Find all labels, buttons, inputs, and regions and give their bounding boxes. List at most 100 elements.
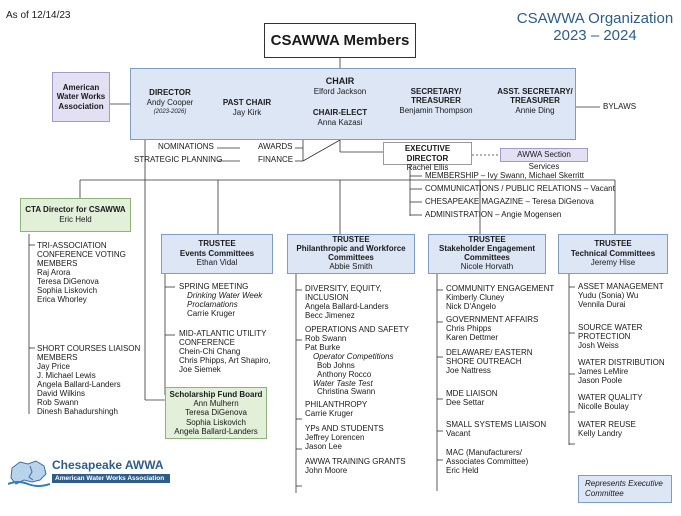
director-term: (2023-2026) (153, 109, 187, 115)
small-systems-name: Vacant (446, 429, 471, 439)
mac-heading: MAC (Manufacturers/ (446, 448, 523, 458)
trustee-name: Abbie Smith (329, 261, 373, 271)
finance-label: FINANCE (258, 155, 294, 164)
org-years: 2023 – 2024 (553, 27, 637, 44)
director-name: Andy Cooper (146, 98, 194, 107)
executive-committee-box (130, 68, 576, 140)
short-courses-member: David Wilkins (37, 388, 86, 398)
op-comp-name: Bob Johns (317, 360, 355, 370)
ops-name: Pat Burke (305, 342, 341, 352)
secretary-title-1: SECRETARY/ (410, 87, 462, 96)
trustee-title: TRUSTEE (468, 235, 506, 244)
mac-heading: Associates Committee) (446, 457, 529, 467)
yps-name: Jeffrey Lorencen (305, 433, 365, 443)
asst-secretary-name: Annie Ding (515, 106, 555, 115)
trustee-committee: Events Committees (179, 248, 255, 258)
secretary-name: Benjamin Thompson (399, 106, 473, 115)
trustee-committee: Philanthropic and Workforce Committees (296, 243, 406, 262)
ed-item-magazine: CHESAPEAKE MAGAZINE – Teresa DiGenova (425, 197, 594, 206)
ed-item-membership: MEMBERSHIP – Ivy Swann, Michael Skerritt (425, 171, 585, 180)
small-systems-heading: SMALL SYSTEMS LIAISON (446, 420, 547, 430)
awwa-section-services-box: AWWA Section Services (500, 148, 588, 171)
chair-name: Elford Jackson (313, 87, 367, 96)
short-courses-member: J. Michael Lewis (37, 370, 96, 380)
members-box: CSAWWA Members (264, 23, 416, 58)
short-courses-member: Angela Ballard-Landers (37, 379, 121, 389)
mac-name: Eric Held (446, 466, 479, 476)
ops-heading: OPERATIONS AND SAFETY (305, 324, 409, 334)
gov-affairs-heading: GOVERNMENT AFFAIRS (446, 314, 539, 324)
water-taste-name: Christina Swann (317, 387, 376, 397)
scholarship-title: Scholarship Fund Board (169, 390, 263, 399)
short-courses-member: Rob Swann (37, 397, 79, 407)
ed-item-administration: ADMINISTRATION – Angie Mogensen (425, 210, 562, 219)
strategic-planning-label: STRATEGIC PLANNING (134, 155, 223, 164)
mde-name: Dee Settar (446, 397, 485, 407)
distribution-heading: WATER DISTRIBUTION (578, 357, 665, 367)
chair-title: CHAIR (325, 76, 355, 86)
philanthropic-list: DIVERSITY, EQUITY, INCLUSION Angela Ball… (305, 284, 409, 476)
tri-heading-3: MEMBERS (37, 258, 78, 268)
logo-subtitle: American Water Works Association (55, 475, 165, 482)
spring-meeting-heading: SPRING MEETING (179, 282, 249, 291)
gov-affairs-name: Karen Dettmer (446, 332, 499, 342)
operator-competitions: Operator Competitions (313, 351, 394, 361)
spring-sub: Proclamations (187, 299, 238, 309)
gov-affairs-name: Chris Phipps (446, 323, 492, 333)
spring-name: Carrie Kruger (187, 308, 236, 318)
trustee-events-box: TRUSTEE Events Committees Ethan Vidal (161, 234, 273, 274)
philanthropy-heading: PHILANTHROPY (305, 400, 368, 410)
cta-title: CTA Director for CSAWWA (25, 205, 126, 214)
trustee-name: Ethan Vidal (196, 258, 238, 268)
cta-director-box: CTA Director for CSAWWA Eric Held (20, 198, 131, 232)
events-spring-list: SPRING MEETING Drinking Water Week Procl… (179, 282, 263, 319)
spring-sub: Drinking Water Week (187, 290, 263, 300)
executive-director-title: EXECUTIVE DIRECTOR (404, 144, 451, 163)
mde-heading: MDE LIAISON (446, 388, 498, 398)
midatlantic-heading: MID-ATLANTIC UTILITY (179, 329, 267, 338)
community-heading: COMMUNITY ENGAGEMENT (446, 284, 555, 293)
legend-text: Committee (585, 488, 624, 498)
dei-heading: INCLUSION (305, 292, 349, 302)
trustee-title: TRUSTEE (198, 239, 236, 248)
legend-box: Represents Executive Committee (578, 475, 672, 503)
trustee-committee: Technical Committees (570, 248, 656, 258)
awwa-box: American Water Works Association (52, 72, 110, 122)
midatlantic-name: Joe Siemek (179, 364, 221, 374)
trustee-committee: Stakeholder Engagement Committees (438, 243, 536, 262)
water-reuse-name: Kelly Landry (578, 429, 623, 439)
short-courses-heading-1: SHORT COURSES LIAISON (37, 344, 141, 353)
tri-heading-2: CONFERENCE VOTING (37, 249, 126, 259)
philanthropy-name: Carrie Kruger (305, 409, 354, 419)
community-name: Kimberly Cluney (446, 292, 505, 302)
trustee-title: TRUSTEE (594, 239, 632, 248)
director-title: DIRECTOR (149, 88, 191, 97)
midatlantic-name: Chein-Chi Chang (179, 346, 241, 356)
trustee-stakeholder-box: TRUSTEE Stakeholder Engagement Committee… (428, 234, 546, 274)
community-name: Nick D'Angelo (446, 301, 496, 311)
trustee-name: Jeremy Hise (590, 258, 636, 268)
stakeholder-list: COMMUNITY ENGAGEMENT Kimberly Cluney Nic… (446, 284, 555, 476)
trustee-title: TRUSTEE (332, 235, 370, 244)
delaware-name: Joe Nattress (446, 365, 491, 375)
asset-heading: ASSET MANAGEMENT (578, 282, 664, 291)
water-reuse-heading: WATER REUSE (578, 420, 636, 430)
past-chair-name: Jay Kirk (232, 108, 262, 117)
nominations-label: NOMINATIONS (158, 142, 214, 151)
legend-text: Represents Executive (585, 479, 663, 488)
scholarship-box: Scholarship Fund Board Ann Mulhern Teres… (165, 387, 267, 439)
grants-name: John Moore (305, 466, 348, 476)
scholarship-name: Ann Mulhern (193, 399, 239, 409)
asset-name: Vennila Durai (578, 299, 626, 309)
tri-member: Erica Whorley (37, 294, 87, 304)
yps-name: Jason Lee (305, 442, 342, 452)
tri-member: Raj Arora (37, 267, 71, 277)
executive-director-box: EXECUTIVE DIRECTOR Rachel Ellis (383, 142, 472, 172)
source-water-name: Josh Weiss (578, 340, 619, 350)
ed-item-communications: COMMUNICATIONS / PUBLIC RELATIONS – Vaca… (425, 184, 615, 193)
short-courses-member: Jay Price (37, 361, 70, 371)
logo-brand: Chesapeake AWWA (52, 458, 164, 472)
tri-member: Sophia Liskovich (37, 285, 98, 295)
short-courses-list: SHORT COURSES LIAISON MEMBERS Jay Price … (37, 344, 141, 417)
